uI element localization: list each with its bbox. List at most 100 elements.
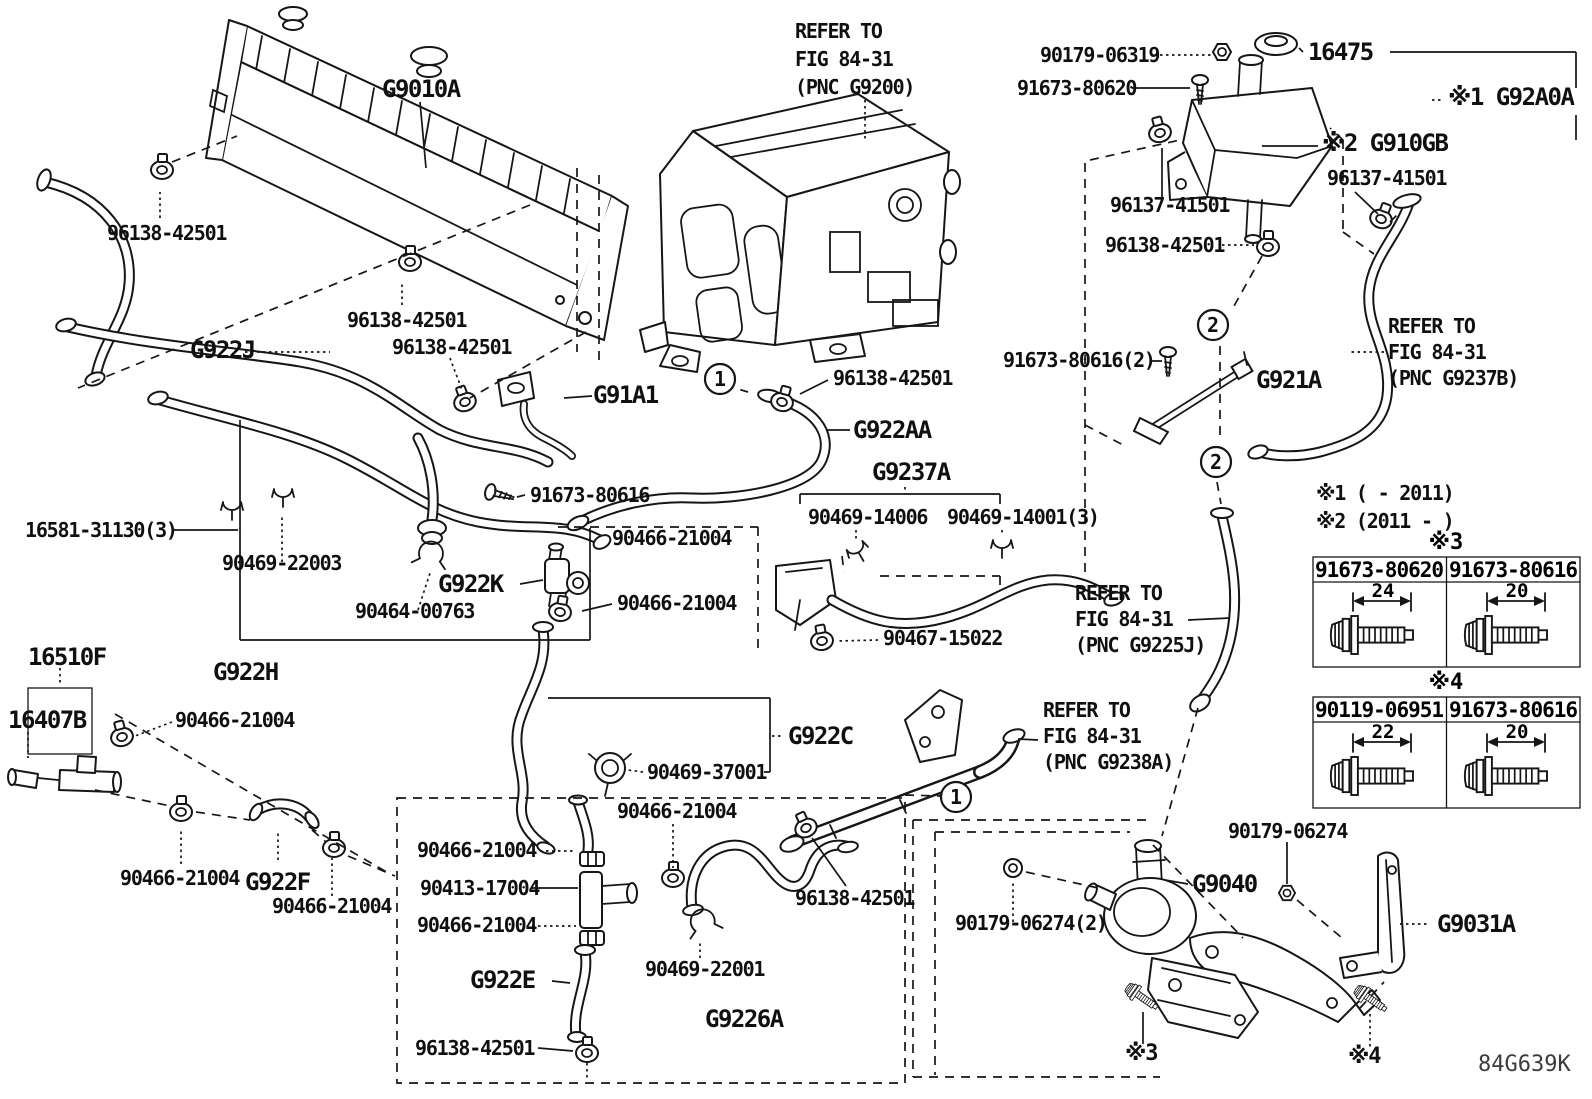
label-joint-16510f: 16510F [28, 643, 107, 671]
label-clip-90469-14006: 90469-14006 [808, 505, 927, 529]
label-g922c: G922C [788, 722, 853, 750]
label-clamp-90466-a: 90466-21004 [612, 526, 732, 550]
label-clamp-96137-b: 96137-41501 [1327, 166, 1447, 190]
label-clamp-90466-h: 90466-21004 [617, 799, 737, 823]
leader-lines [27, 47, 1577, 1080]
label-g922f: G922F [245, 868, 311, 896]
label-g9040: G9040 [1192, 870, 1258, 898]
label-g922aa: G922AA [853, 416, 933, 444]
label-note-1: ※1 ( - 2011) [1316, 481, 1454, 505]
dashed-lines [77, 127, 1401, 1084]
label-g922k: G922K [438, 570, 505, 598]
label-refer-g9225j-3: (PNC G9225J) [1075, 633, 1205, 657]
table4-mark: ※4 [1429, 670, 1464, 695]
label-g92a0a: ※1 G92A0A [1448, 83, 1575, 111]
label-clamp-90466-c: 90466-21004 [175, 708, 295, 732]
label-refer-g9200-3: (PNC G9200) [795, 75, 914, 99]
inverter-drawing [639, 93, 961, 373]
label-cap-16475: 16475 [1308, 38, 1373, 66]
bolt-illustration: 24 [1329, 580, 1414, 655]
label-clamp-90466-b: 90466-21004 [617, 591, 737, 615]
callout-number: 2 [1210, 450, 1222, 474]
label-clamp-90466-g: 90466-21004 [417, 913, 537, 937]
callout-number: 1 [714, 367, 726, 391]
table3-part-right: 91673-80616 [1449, 558, 1577, 582]
label-nut-90179-06274-a: 90179-06274 [1228, 819, 1348, 843]
label-refer-g9238a-3: (PNC G9238A) [1043, 750, 1173, 774]
table4-part-right: 91673-80616 [1449, 698, 1577, 722]
label-clamp-96138-f: 96138-42501 [833, 366, 953, 390]
label-mark-3-bottom: ※3 [1125, 1041, 1157, 1066]
label-screw-91673-80616-2: 91673-80616(2) [1003, 348, 1155, 372]
label-g91a1: G91A1 [593, 381, 659, 409]
label-g910gb: ※2 G910GB [1322, 129, 1448, 157]
bolt-illustration: 20 [1463, 580, 1548, 655]
bolt-table-3: ※3 91673-80620 91673-80616 24 20 [1312, 530, 1581, 668]
bolt-illustration: 20 [1463, 721, 1548, 796]
label-note-2: ※2 (2011 - ) [1316, 509, 1454, 533]
label-screw-91673-80620: 91673-80620 [1017, 76, 1136, 100]
callouts-layer: 1 2 2 1 [703, 308, 1233, 814]
label-g921a: G921A [1256, 366, 1323, 394]
label-clamp-90466-e: 90466-21004 [272, 894, 392, 918]
label-clamp-96138-g: 96138-42501 [1105, 233, 1225, 257]
label-clamp-96138-c: 96138-42501 [392, 335, 512, 359]
callout-number: 1 [950, 785, 962, 809]
label-clamp-96137-a: 96137-41501 [1110, 193, 1230, 217]
bolt-dim: 22 [1372, 721, 1395, 743]
table3-part-left: 91673-80620 [1315, 558, 1443, 582]
label-refer-g9237b-1: REFER TO [1388, 314, 1476, 338]
callout-circle-2: 2 [1199, 445, 1233, 479]
table3-mark: ※3 [1429, 530, 1464, 555]
label-spring-90464-00763: 90464-00763 [355, 599, 474, 623]
label-clip-16581: 16581-31130(3) [25, 518, 177, 542]
label-clamp-96138-b: 96138-42501 [347, 308, 467, 332]
label-clamp-90467-15022: 90467-15022 [883, 626, 1002, 650]
label-nut-90179-06274-b: 90179-06274(2) [955, 911, 1107, 935]
label-g9226a: G9226A [705, 1005, 785, 1033]
label-g922e: G922E [470, 966, 535, 994]
label-clamp-96138-e: 96138-42501 [795, 886, 915, 910]
label-g9031a: G9031A [1437, 910, 1517, 938]
label-refer-g9200-1: REFER TO [795, 19, 883, 43]
label-refer-g9225j-2: FIG 84-31 [1075, 607, 1174, 631]
label-clip-90469-22003: 90469-22003 [222, 551, 341, 575]
callout-circle-2: 2 [1196, 308, 1230, 342]
radiator-drawing [205, 6, 629, 341]
label-screw-91673-80616-a: 91673-80616 [530, 483, 649, 507]
label-clip-90469-14001: 90469-14001(3) [947, 505, 1099, 529]
label-clip-90469-22001: 90469-22001 [645, 957, 765, 981]
bolt-illustration: 22 [1329, 721, 1414, 796]
label-joint-16407b: 16407B [8, 706, 87, 734]
bolt-dim: 24 [1372, 580, 1395, 602]
table4-part-left: 90119-06951 [1315, 698, 1443, 722]
label-clamp-96138-d: 96138-42501 [415, 1036, 535, 1060]
callout-ring [1199, 445, 1233, 479]
callout-ring [939, 780, 973, 814]
label-refer-g9237b-3: (PNC G9237B) [1388, 366, 1518, 390]
label-g9237a: G9237A [872, 458, 952, 486]
labels-layer: G9010A96138-4250196138-4250196138-42501G… [8, 19, 1577, 1077]
label-g9010a: G9010A [382, 75, 462, 103]
label-nut-90179-06319: 90179-06319 [1040, 43, 1159, 67]
label-g922j: G922J [190, 336, 255, 364]
pump-bracket-drawing [1084, 839, 1406, 1039]
label-refer-g9225j-1: REFER TO [1075, 581, 1163, 605]
label-tee-90413-17004: 90413-17004 [420, 876, 540, 900]
callout-circle-1: 1 [703, 362, 737, 396]
label-thermo-90469-37001: 90469-37001 [647, 760, 767, 784]
callout-ring [703, 362, 737, 396]
callout-number: 2 [1207, 313, 1219, 337]
callout-ring [1196, 308, 1230, 342]
label-refer-g9237b-2: FIG 84-31 [1388, 340, 1487, 364]
label-clamp-90466-d: 90466-21004 [120, 866, 240, 890]
label-g922h: G922H [213, 658, 278, 686]
label-clamp-90466-f: 90466-21004 [417, 838, 537, 862]
bolt-dim: 20 [1506, 721, 1529, 743]
callout-circle-1: 1 [939, 780, 973, 814]
label-figure-code: 84G639K [1478, 1052, 1571, 1077]
label-refer-g9238a-1: REFER TO [1043, 698, 1131, 722]
label-refer-g9200-2: FIG 84-31 [795, 47, 894, 71]
